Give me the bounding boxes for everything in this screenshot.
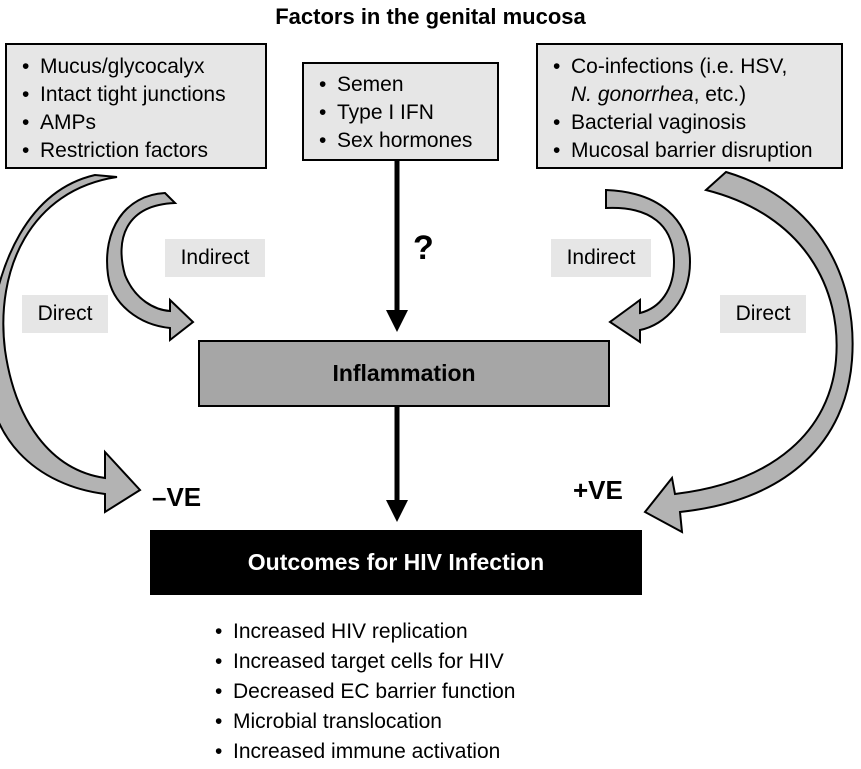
outcome-item: Increased immune activation: [213, 737, 515, 767]
list-item: Type I IFN: [317, 99, 497, 127]
co-infections-line2: N. gonorrhea, etc.): [571, 81, 841, 109]
indirect-arrow-right: [605, 188, 692, 344]
unclear-factors-box: Semen Type I IFN Sex hormones: [302, 62, 499, 161]
diagram-title: Factors in the genital mucosa: [275, 4, 586, 29]
indirect-label-right: Indirect: [551, 239, 651, 277]
outcome-item: Increased HIV replication: [213, 617, 515, 647]
outcomes-header: Outcomes for HIV Infection: [150, 530, 642, 595]
list-item: Mucus/glycocalyx: [20, 53, 265, 81]
direct-arrow-right: [643, 170, 854, 534]
co-infections-line1: Co-infections (i.e. HSV,: [571, 55, 788, 78]
arrowhead-inflammation-to-outcomes: [386, 500, 408, 522]
outcomes-list: Increased HIV replication Increased targ…: [213, 617, 515, 767]
gonorrhea-species: N. gonorrhea: [571, 83, 694, 106]
outcome-item: Microbial translocation: [213, 707, 515, 737]
list-item: Bacterial vaginosis: [551, 109, 841, 137]
list-item: AMPs: [20, 109, 265, 137]
direct-arrow-left: [0, 173, 142, 514]
question-mark: ?: [413, 229, 434, 267]
negative-effect-label: –VE: [152, 482, 202, 512]
list-item: Restriction factors: [20, 137, 265, 165]
list-item: Sex hormones: [317, 127, 497, 155]
risk-factors-box: Co-infections (i.e. HSV, N. gonorrhea, e…: [536, 43, 843, 169]
direct-label-right: Direct: [720, 295, 806, 333]
outcome-item: Increased target cells for HIV: [213, 647, 515, 677]
positive-effect-label: +VE: [573, 475, 623, 505]
arrowhead-middle-to-inflammation: [386, 310, 408, 332]
inflammation-box: Inflammation: [198, 340, 610, 407]
direct-label-left: Direct: [22, 295, 108, 333]
list-item: Intact tight junctions: [20, 81, 265, 109]
list-item: Co-infections (i.e. HSV, N. gonorrhea, e…: [551, 53, 841, 109]
outcome-item: Decreased EC barrier function: [213, 677, 515, 707]
protective-factors-box: Mucus/glycocalyx Intact tight junctions …: [5, 43, 267, 169]
indirect-arrow-left: [106, 191, 195, 343]
list-item: Semen: [317, 71, 497, 99]
list-item: Mucosal barrier disruption: [551, 137, 841, 165]
co-infections-etc: , etc.): [693, 83, 747, 106]
indirect-label-left: Indirect: [165, 239, 265, 277]
